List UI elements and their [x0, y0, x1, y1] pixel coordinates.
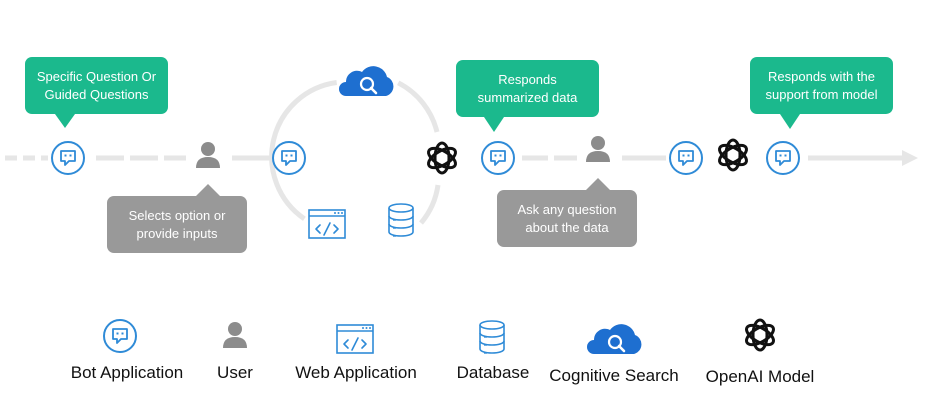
- legend-bot-icon: [103, 319, 137, 353]
- bot-icon: [669, 141, 703, 175]
- legend-database-icon: [479, 320, 505, 354]
- flow-line: [5, 150, 918, 166]
- callout-selects-option: Selects option or provide inputs: [107, 196, 247, 253]
- web-application-icon: [308, 209, 346, 239]
- processing-ring: [269, 80, 441, 225]
- legend-label-search: Cognitive Search: [549, 366, 679, 385]
- callout-pointer-2: [196, 184, 220, 196]
- cognitive-search-icon: [337, 64, 395, 98]
- bot-icon: [272, 141, 306, 175]
- legend-label-bot: Bot Application: [70, 363, 184, 382]
- legend-label-web: Web Application: [295, 363, 417, 382]
- callout-selects-option-text: Selects option or provide inputs: [128, 207, 226, 241]
- database-icon: [388, 203, 414, 237]
- callout-ask-any-question-text: Ask any question about the data: [517, 201, 617, 235]
- legend-label-openai: OpenAI Model: [705, 367, 815, 386]
- bot-icon: [481, 141, 515, 175]
- bot-icon: [51, 141, 85, 175]
- callout-specific-question-text: Specific Question Or Guided Questions: [36, 68, 157, 102]
- bot-icon: [766, 141, 800, 175]
- legend-cognitive-search-icon: [585, 322, 643, 356]
- openai-icon: [715, 138, 751, 172]
- legend-web-icon: [336, 324, 374, 354]
- callout-specific-question: Specific Question Or Guided Questions: [25, 57, 168, 114]
- legend-label-user: User: [217, 363, 253, 382]
- callout-responds-support-text: Responds with the support from model: [765, 68, 878, 102]
- callout-responds-summarized-text: Responds summarized data: [477, 71, 578, 105]
- openai-icon: [424, 141, 460, 175]
- legend-openai-icon: [742, 318, 778, 352]
- legend-label-database: Database: [456, 363, 530, 382]
- legend-user-icon: [223, 322, 247, 348]
- callout-pointer-5: [780, 114, 800, 129]
- callout-pointer-1: [55, 114, 75, 128]
- callout-pointer-3: [484, 117, 504, 132]
- callout-pointer-4: [586, 178, 610, 190]
- callout-responds-summarized: Responds summarized data: [456, 60, 599, 117]
- user-icon: [586, 136, 610, 162]
- callout-ask-any-question: Ask any question about the data: [497, 190, 637, 247]
- callout-responds-support: Responds with the support from model: [750, 57, 893, 114]
- user-icon: [196, 142, 220, 168]
